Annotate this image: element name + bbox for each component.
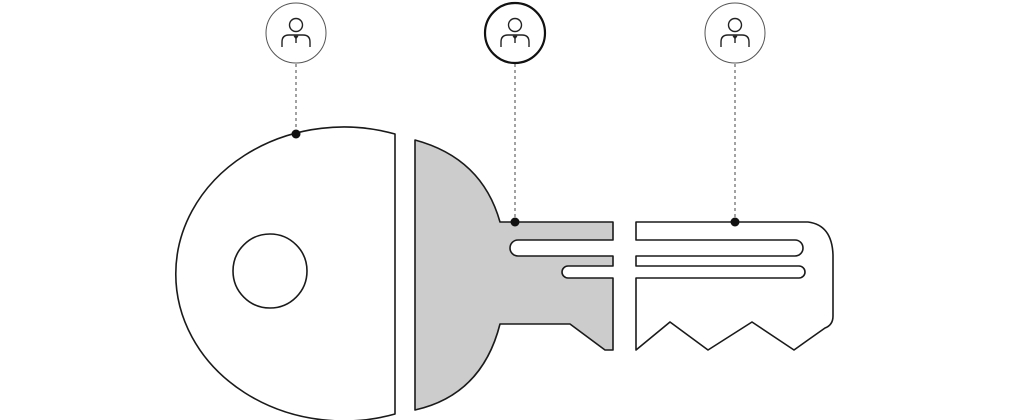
user-icon	[720, 17, 750, 47]
key-segment-shank	[414, 139, 614, 411]
key-hole	[232, 233, 308, 309]
key-segment-bit	[635, 221, 834, 351]
avatar-ring	[704, 2, 766, 64]
connection-dot-right	[730, 217, 740, 227]
party-avatar-left	[265, 2, 327, 64]
connection-dot-center	[510, 217, 520, 227]
avatar-ring	[265, 2, 327, 64]
user-icon	[500, 17, 530, 47]
key-bit-shape	[635, 221, 834, 351]
party-avatar-right	[704, 2, 766, 64]
key-segment-bow	[175, 126, 396, 420]
key-shank-shape	[414, 139, 614, 411]
connection-dot-left	[291, 129, 301, 139]
party-avatar-center	[483, 1, 547, 65]
avatar-ring	[483, 1, 547, 65]
user-icon	[281, 17, 311, 47]
